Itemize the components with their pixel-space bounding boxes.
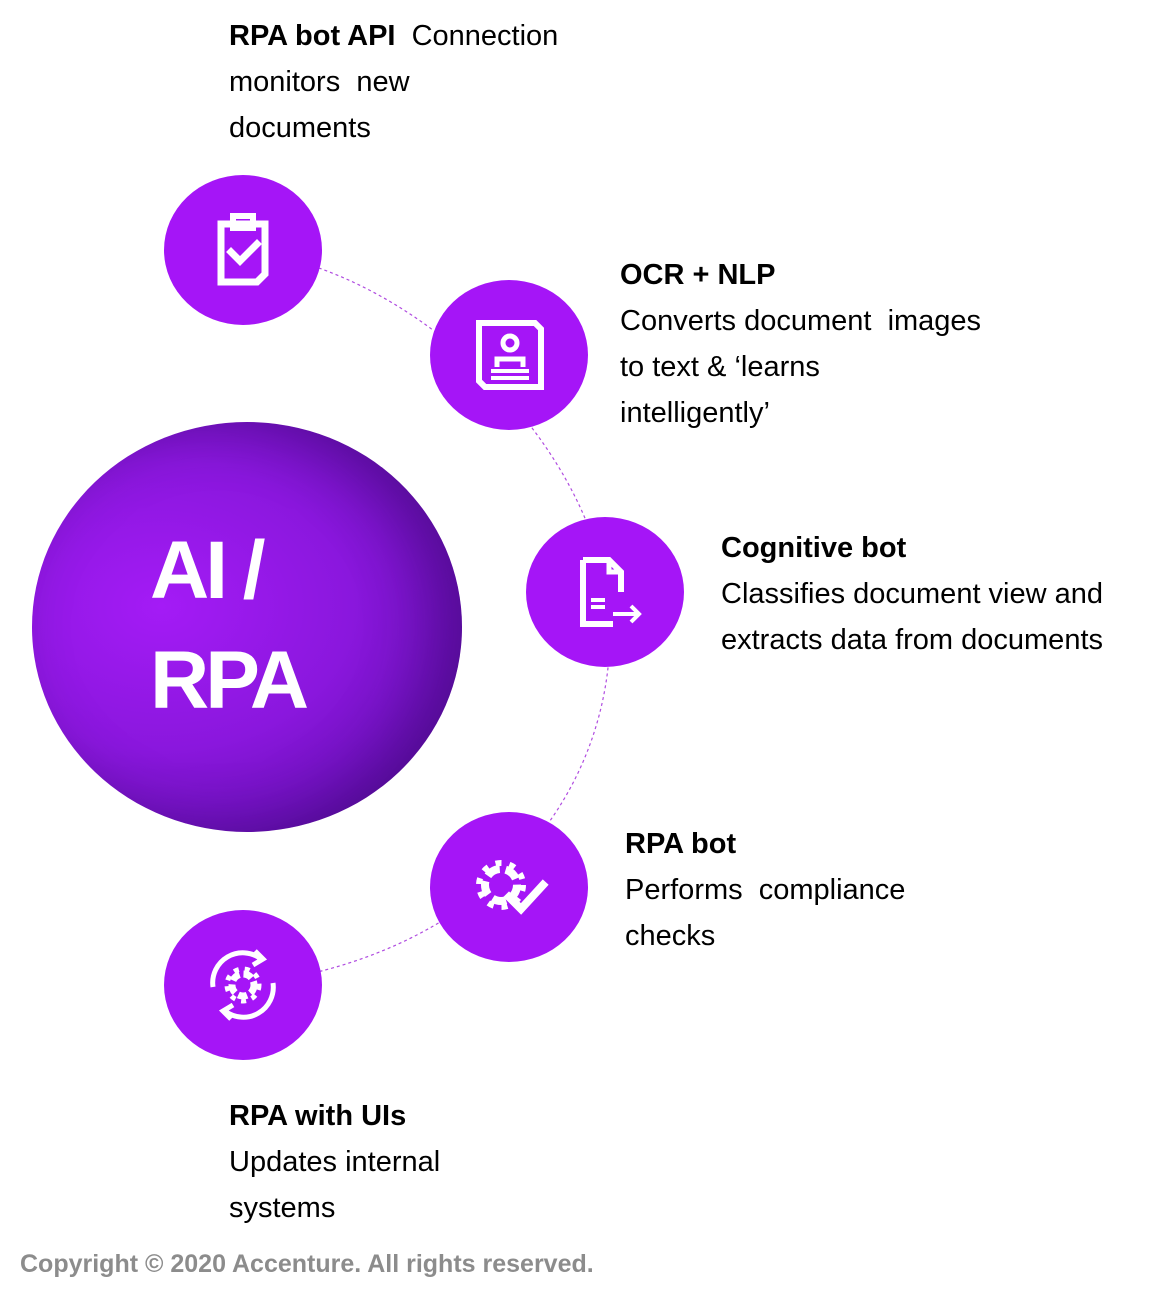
step-2-desc-line-1: Converts document images bbox=[620, 305, 982, 337]
step-2-title: OCR + NLP bbox=[620, 259, 776, 291]
step-4-label: RPA bot Performs compliance checks bbox=[625, 821, 905, 959]
gear-refresh-icon bbox=[210, 949, 276, 1021]
step-2-desc-line-3: intelligently’ bbox=[620, 397, 770, 429]
gear-check-icon bbox=[476, 860, 549, 915]
step-1-desc-line-2: documents bbox=[229, 112, 371, 144]
step-5-desc-line-1: Updates internal bbox=[229, 1146, 441, 1178]
step-4-desc-line-1: Performs compliance bbox=[625, 874, 906, 906]
clipboard-check-icon bbox=[217, 213, 269, 286]
step-5-title: RPA with UIs bbox=[229, 1100, 407, 1132]
step-5-node bbox=[164, 910, 322, 1060]
step-3-title: Cognitive bot bbox=[721, 532, 907, 564]
step-3-desc-line-2: extracts data from documents bbox=[721, 624, 1103, 656]
ai-rpa-hub-circle bbox=[32, 422, 462, 832]
step-4-node bbox=[430, 812, 588, 962]
step-2-node bbox=[430, 280, 588, 430]
step-2-label: OCR + NLP Converts document images to te… bbox=[620, 252, 981, 436]
step-5-desc-line-2: systems bbox=[229, 1192, 336, 1224]
hub-label-line-1: AI / bbox=[150, 525, 266, 616]
copyright-notice: Copyright © 2020 Accenture. All rights r… bbox=[20, 1250, 594, 1278]
document-arrow-icon bbox=[580, 557, 642, 627]
id-document-icon bbox=[476, 320, 544, 390]
step-1-title: RPA bot API bbox=[229, 20, 396, 52]
step-1-title-rest: Connection bbox=[395, 20, 559, 52]
step-4-desc-line-2: checks bbox=[625, 920, 716, 952]
step-3-node bbox=[526, 517, 684, 667]
step-3-desc-line-1: Classifies document view and bbox=[721, 578, 1104, 610]
step-1-desc-line-1: monitors new bbox=[229, 66, 410, 98]
step-4-title: RPA bot bbox=[625, 828, 737, 860]
step-2-desc-line-2: to text & ‘learns bbox=[620, 351, 820, 383]
step-5-label: RPA with UIs Updates internal systems bbox=[229, 1093, 440, 1231]
step-1-title-line: RPA bot API Connection bbox=[229, 13, 558, 59]
hub-label-line-2: RPA bbox=[150, 635, 309, 726]
step-1-label: RPA bot API Connection monitors new docu… bbox=[229, 13, 558, 151]
step-3-label: Cognitive bot Classifies document view a… bbox=[721, 525, 1103, 663]
step-1-node bbox=[164, 175, 322, 325]
